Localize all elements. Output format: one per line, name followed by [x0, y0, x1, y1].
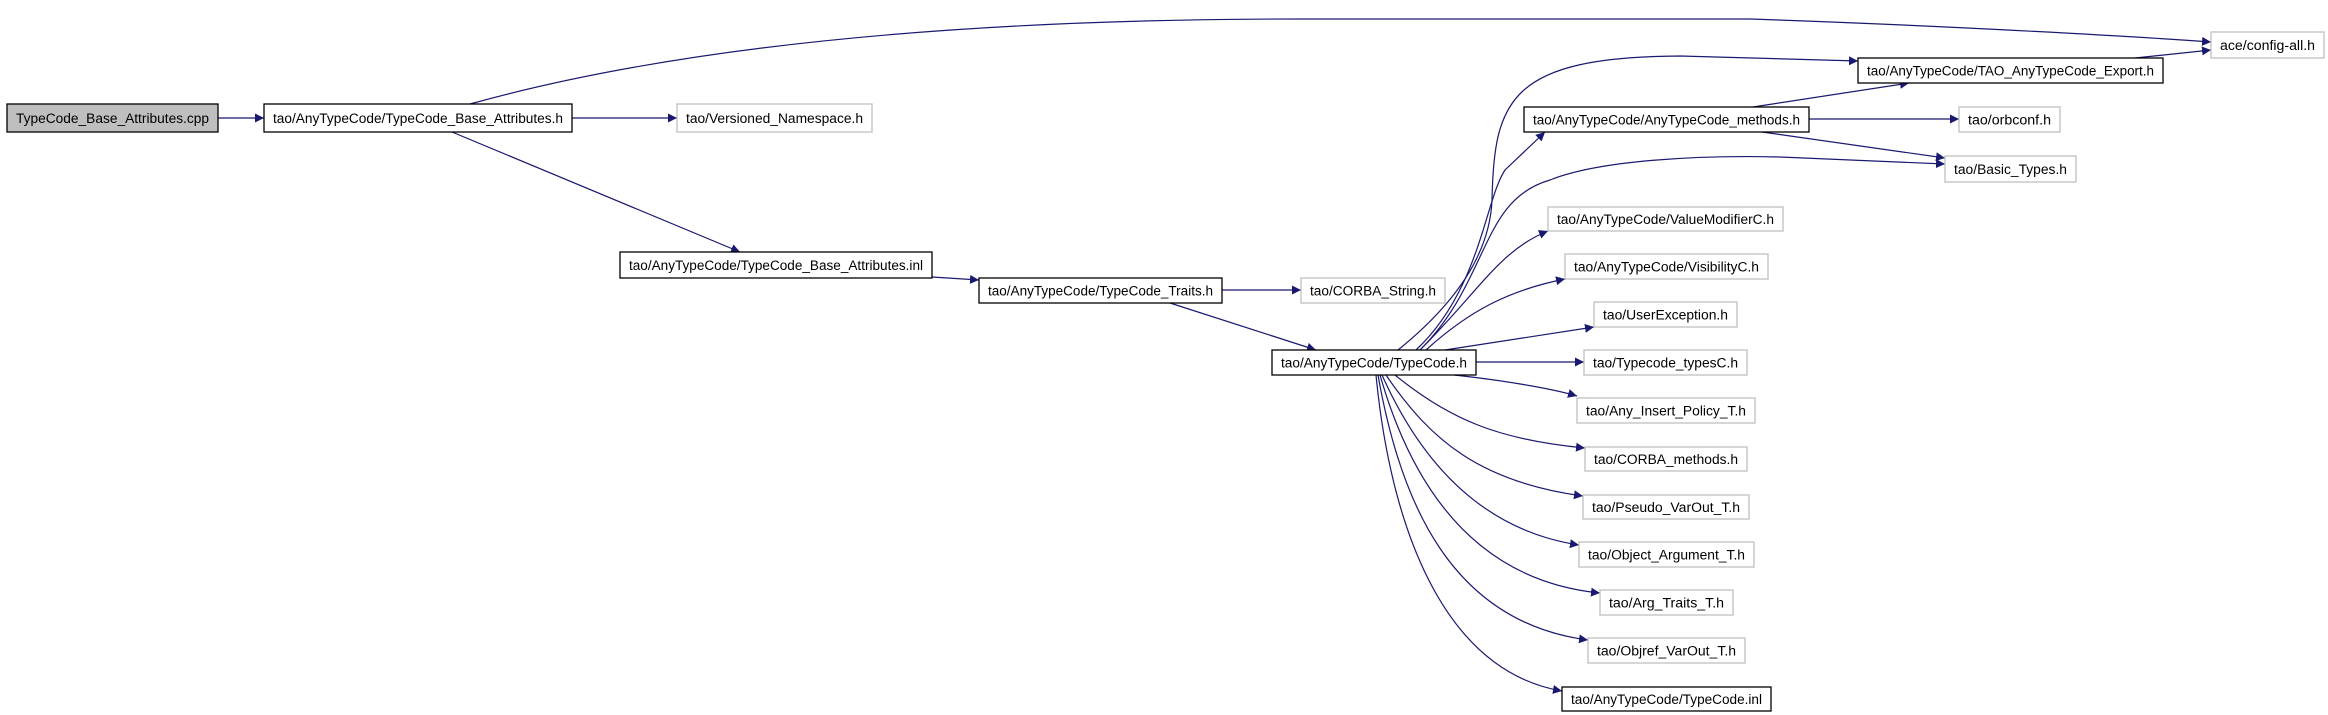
edge-ba_h-to-ba_inl [451, 131, 741, 253]
edge-typecode_h-to-basic_types [1419, 155, 1946, 351]
node-box [1584, 446, 1748, 472]
node-label: tao/AnyTypeCode/TypeCode_Base_Attributes… [273, 111, 563, 126]
node-label: tao/CORBA_String.h [1310, 284, 1436, 299]
edge-typecode_h-to-pseudo_varout [1385, 374, 1584, 500]
node-box [978, 277, 1223, 304]
node-label: tao/AnyTypeCode/TAO_AnyTypeCode_Export.h [1867, 64, 2154, 79]
node-box [6, 103, 219, 133]
node-box [1576, 397, 1756, 424]
edge-typecode_h-to-methods [1415, 131, 1546, 351]
edge-ba_inl-to-traits [931, 274, 980, 284]
edge-traits-to-typecode_h [1169, 302, 1317, 352]
node-box [1582, 494, 1750, 520]
node-box [263, 103, 573, 133]
edge-typecode_h-to-object_argument [1381, 374, 1580, 549]
edge-typecode_h-to-objref_varout [1377, 374, 1589, 644]
node-box [1300, 277, 1446, 304]
node-objref-varout: tao/Objref_VarOut_T.h [1587, 637, 1746, 664]
node-corba-methods: tao/CORBA_methods.h [1584, 446, 1748, 472]
node-label: tao/Typecode_typesC.h [1593, 356, 1738, 371]
node-traits[interactable]: tao/AnyTypeCode/TypeCode_Traits.h [978, 277, 1223, 304]
node-box [1578, 541, 1755, 568]
node-label: tao/AnyTypeCode/TypeCode_Base_Attributes… [629, 258, 923, 273]
node-any-insert: tao/Any_Insert_Policy_T.h [1576, 397, 1756, 424]
edge-typecode_h-to-user_exception [1444, 323, 1595, 351]
node-tao-export[interactable]: tao/AnyTypeCode/TAO_AnyTypeCode_Export.h [1857, 57, 2164, 84]
node-label: ace/config-all.h [2220, 38, 2315, 53]
node-box [1857, 57, 2164, 84]
edges [218, 18, 2212, 694]
edge-typecode_h-to-arg_traits [1379, 374, 1601, 597]
node-box [1564, 253, 1769, 280]
node-ba-h[interactable]: tao/AnyTypeCode/TypeCode_Base_Attributes… [263, 103, 573, 133]
node-box [1271, 349, 1477, 376]
node-label: tao/Basic_Types.h [1954, 162, 2067, 177]
node-cpp[interactable]: TypeCode_Base_Attributes.cpp [6, 103, 219, 133]
edge-methods-to-tao_export [1752, 79, 1910, 108]
node-config-all: ace/config-all.h [2210, 31, 2325, 59]
node-label: tao/AnyTypeCode/VisibilityC.h [1574, 260, 1759, 275]
node-box [1958, 106, 2061, 133]
node-label: tao/Pseudo_VarOut_T.h [1592, 500, 1740, 515]
node-object-argument: tao/Object_Argument_T.h [1578, 541, 1755, 568]
node-visibility: tao/AnyTypeCode/VisibilityC.h [1564, 253, 1769, 280]
node-box [1599, 589, 1734, 616]
node-box [1593, 301, 1738, 328]
edge-typecode_h-to-visibility [1425, 276, 1566, 351]
node-label: TypeCode_Base_Attributes.cpp [16, 111, 209, 126]
node-ba-inl[interactable]: tao/AnyTypeCode/TypeCode_Base_Attributes… [619, 251, 933, 279]
node-user-exception: tao/UserException.h [1593, 301, 1738, 328]
node-label: tao/UserException.h [1603, 308, 1728, 323]
edge-typecode_h-to-typecode_inl [1375, 374, 1563, 694]
edge-typecode_h-to-tao_export [1397, 55, 1859, 351]
node-label: tao/AnyTypeCode/TypeCode.h [1281, 356, 1467, 371]
node-basic-types: tao/Basic_Types.h [1944, 155, 2077, 183]
edge-typecode_h-to-value_modifier [1419, 230, 1549, 351]
edge-typecode_h-to-any_insert [1453, 374, 1578, 398]
node-box [1523, 106, 1810, 133]
edge-typecode_h-to-corba_methods [1394, 374, 1586, 452]
node-label: tao/Any_Insert_Policy_T.h [1586, 404, 1746, 419]
node-box [2210, 31, 2325, 59]
node-label: tao/orbconf.h [1968, 113, 2051, 128]
node-value-modifier: tao/AnyTypeCode/ValueModifierC.h [1547, 206, 1784, 232]
node-box [619, 251, 933, 279]
node-label: tao/Arg_Traits_T.h [1609, 596, 1724, 611]
node-versioned: tao/Versioned_Namespace.h [676, 103, 873, 133]
node-box [1583, 349, 1748, 376]
node-label: tao/Object_Argument_T.h [1588, 548, 1745, 563]
node-box [1561, 686, 1772, 712]
node-typecode-inl[interactable]: tao/AnyTypeCode/TypeCode.inl [1561, 686, 1772, 712]
node-box [1587, 637, 1746, 664]
edge-methods-to-basic_types [1761, 131, 1946, 162]
node-corba-string: tao/CORBA_String.h [1300, 277, 1446, 304]
edge-ba_h-to-config_all [469, 18, 2212, 105]
node-label: tao/CORBA_methods.h [1594, 452, 1738, 467]
node-orbconf: tao/orbconf.h [1958, 106, 2061, 133]
node-label: tao/Objref_VarOut_T.h [1597, 644, 1736, 659]
node-label: tao/AnyTypeCode/ValueModifierC.h [1557, 212, 1774, 227]
node-box [1547, 206, 1784, 232]
node-label: tao/AnyTypeCode/TypeCode.inl [1571, 692, 1762, 707]
node-pseudo-varout: tao/Pseudo_VarOut_T.h [1582, 494, 1750, 520]
node-methods[interactable]: tao/AnyTypeCode/AnyTypeCode_methods.h [1523, 106, 1810, 133]
node-arg-traits: tao/Arg_Traits_T.h [1599, 589, 1734, 616]
nodes: TypeCode_Base_Attributes.cpp tao/AnyTypeC… [6, 31, 2325, 712]
node-typecode-h[interactable]: tao/AnyTypeCode/TypeCode.h [1271, 349, 1477, 376]
node-box [676, 103, 873, 133]
edge-tao_export-to-config_all [2134, 46, 2212, 59]
node-label: tao/AnyTypeCode/TypeCode_Traits.h [988, 284, 1213, 299]
node-label: tao/Versioned_Namespace.h [686, 111, 863, 126]
node-box [1944, 155, 2077, 183]
node-label: tao/AnyTypeCode/AnyTypeCode_methods.h [1533, 113, 1800, 128]
node-typecode-types: tao/Typecode_typesC.h [1583, 349, 1748, 376]
